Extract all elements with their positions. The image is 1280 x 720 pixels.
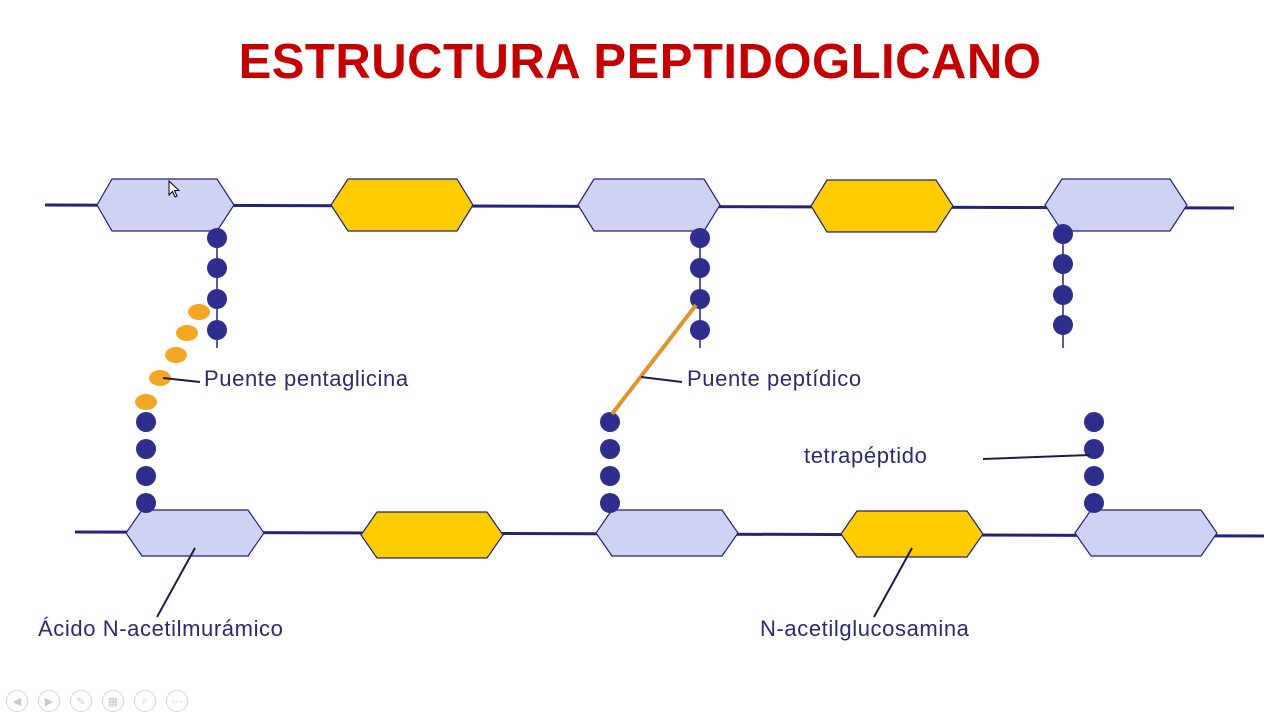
leader-line xyxy=(873,547,913,618)
tetrapeptide-chain xyxy=(690,228,710,348)
zoom-icon[interactable]: ⌕ xyxy=(134,690,156,712)
mouse-cursor-icon xyxy=(168,180,181,198)
more-icon[interactable]: ⋯ xyxy=(166,690,188,712)
tetrapeptide-chain xyxy=(1084,412,1104,513)
pages-icon[interactable]: ▦ xyxy=(102,690,124,712)
peptide-bridge xyxy=(610,303,698,416)
leader-line xyxy=(640,376,683,383)
label-pentaglycine-bridge: Puente pentaglicina xyxy=(204,366,409,391)
nam-sugar xyxy=(96,178,235,232)
leader-line xyxy=(156,547,196,618)
tetrapeptide-chain xyxy=(136,412,156,513)
label-nag: N-acetilglucosamina xyxy=(760,616,970,641)
page-title: ESTRUCTURA PEPTIDOGLICANO xyxy=(238,35,1042,89)
tetrapeptide-chain xyxy=(1053,224,1073,348)
nam-sugar xyxy=(1044,178,1188,232)
nag-sugar xyxy=(840,510,984,558)
label-peptide-bridge: Puente peptídico xyxy=(687,366,862,391)
pen-icon[interactable]: ✎ xyxy=(70,690,92,712)
nag-sugar xyxy=(330,178,474,232)
label-nam: Ácido N-acetilmurámico xyxy=(38,616,284,641)
tetrapeptide-chain xyxy=(600,412,620,513)
nam-sugar xyxy=(595,509,739,557)
leader-line xyxy=(982,454,1091,460)
next-icon[interactable]: ▶ xyxy=(38,690,60,712)
nam-sugar xyxy=(577,178,721,232)
leader-line xyxy=(162,377,201,383)
tetrapeptide-chain xyxy=(207,228,227,348)
nam-sugar xyxy=(1074,509,1218,557)
label-tetrapeptide: tetrapéptido xyxy=(804,443,928,468)
nag-sugar xyxy=(360,511,504,559)
nag-sugar xyxy=(810,179,954,233)
slide-toolbar: ◀ ▶ ✎ ▦ ⌕ ⋯ xyxy=(6,690,188,714)
pentaglycine-bridge xyxy=(135,304,210,410)
prev-icon[interactable]: ◀ xyxy=(6,690,28,712)
